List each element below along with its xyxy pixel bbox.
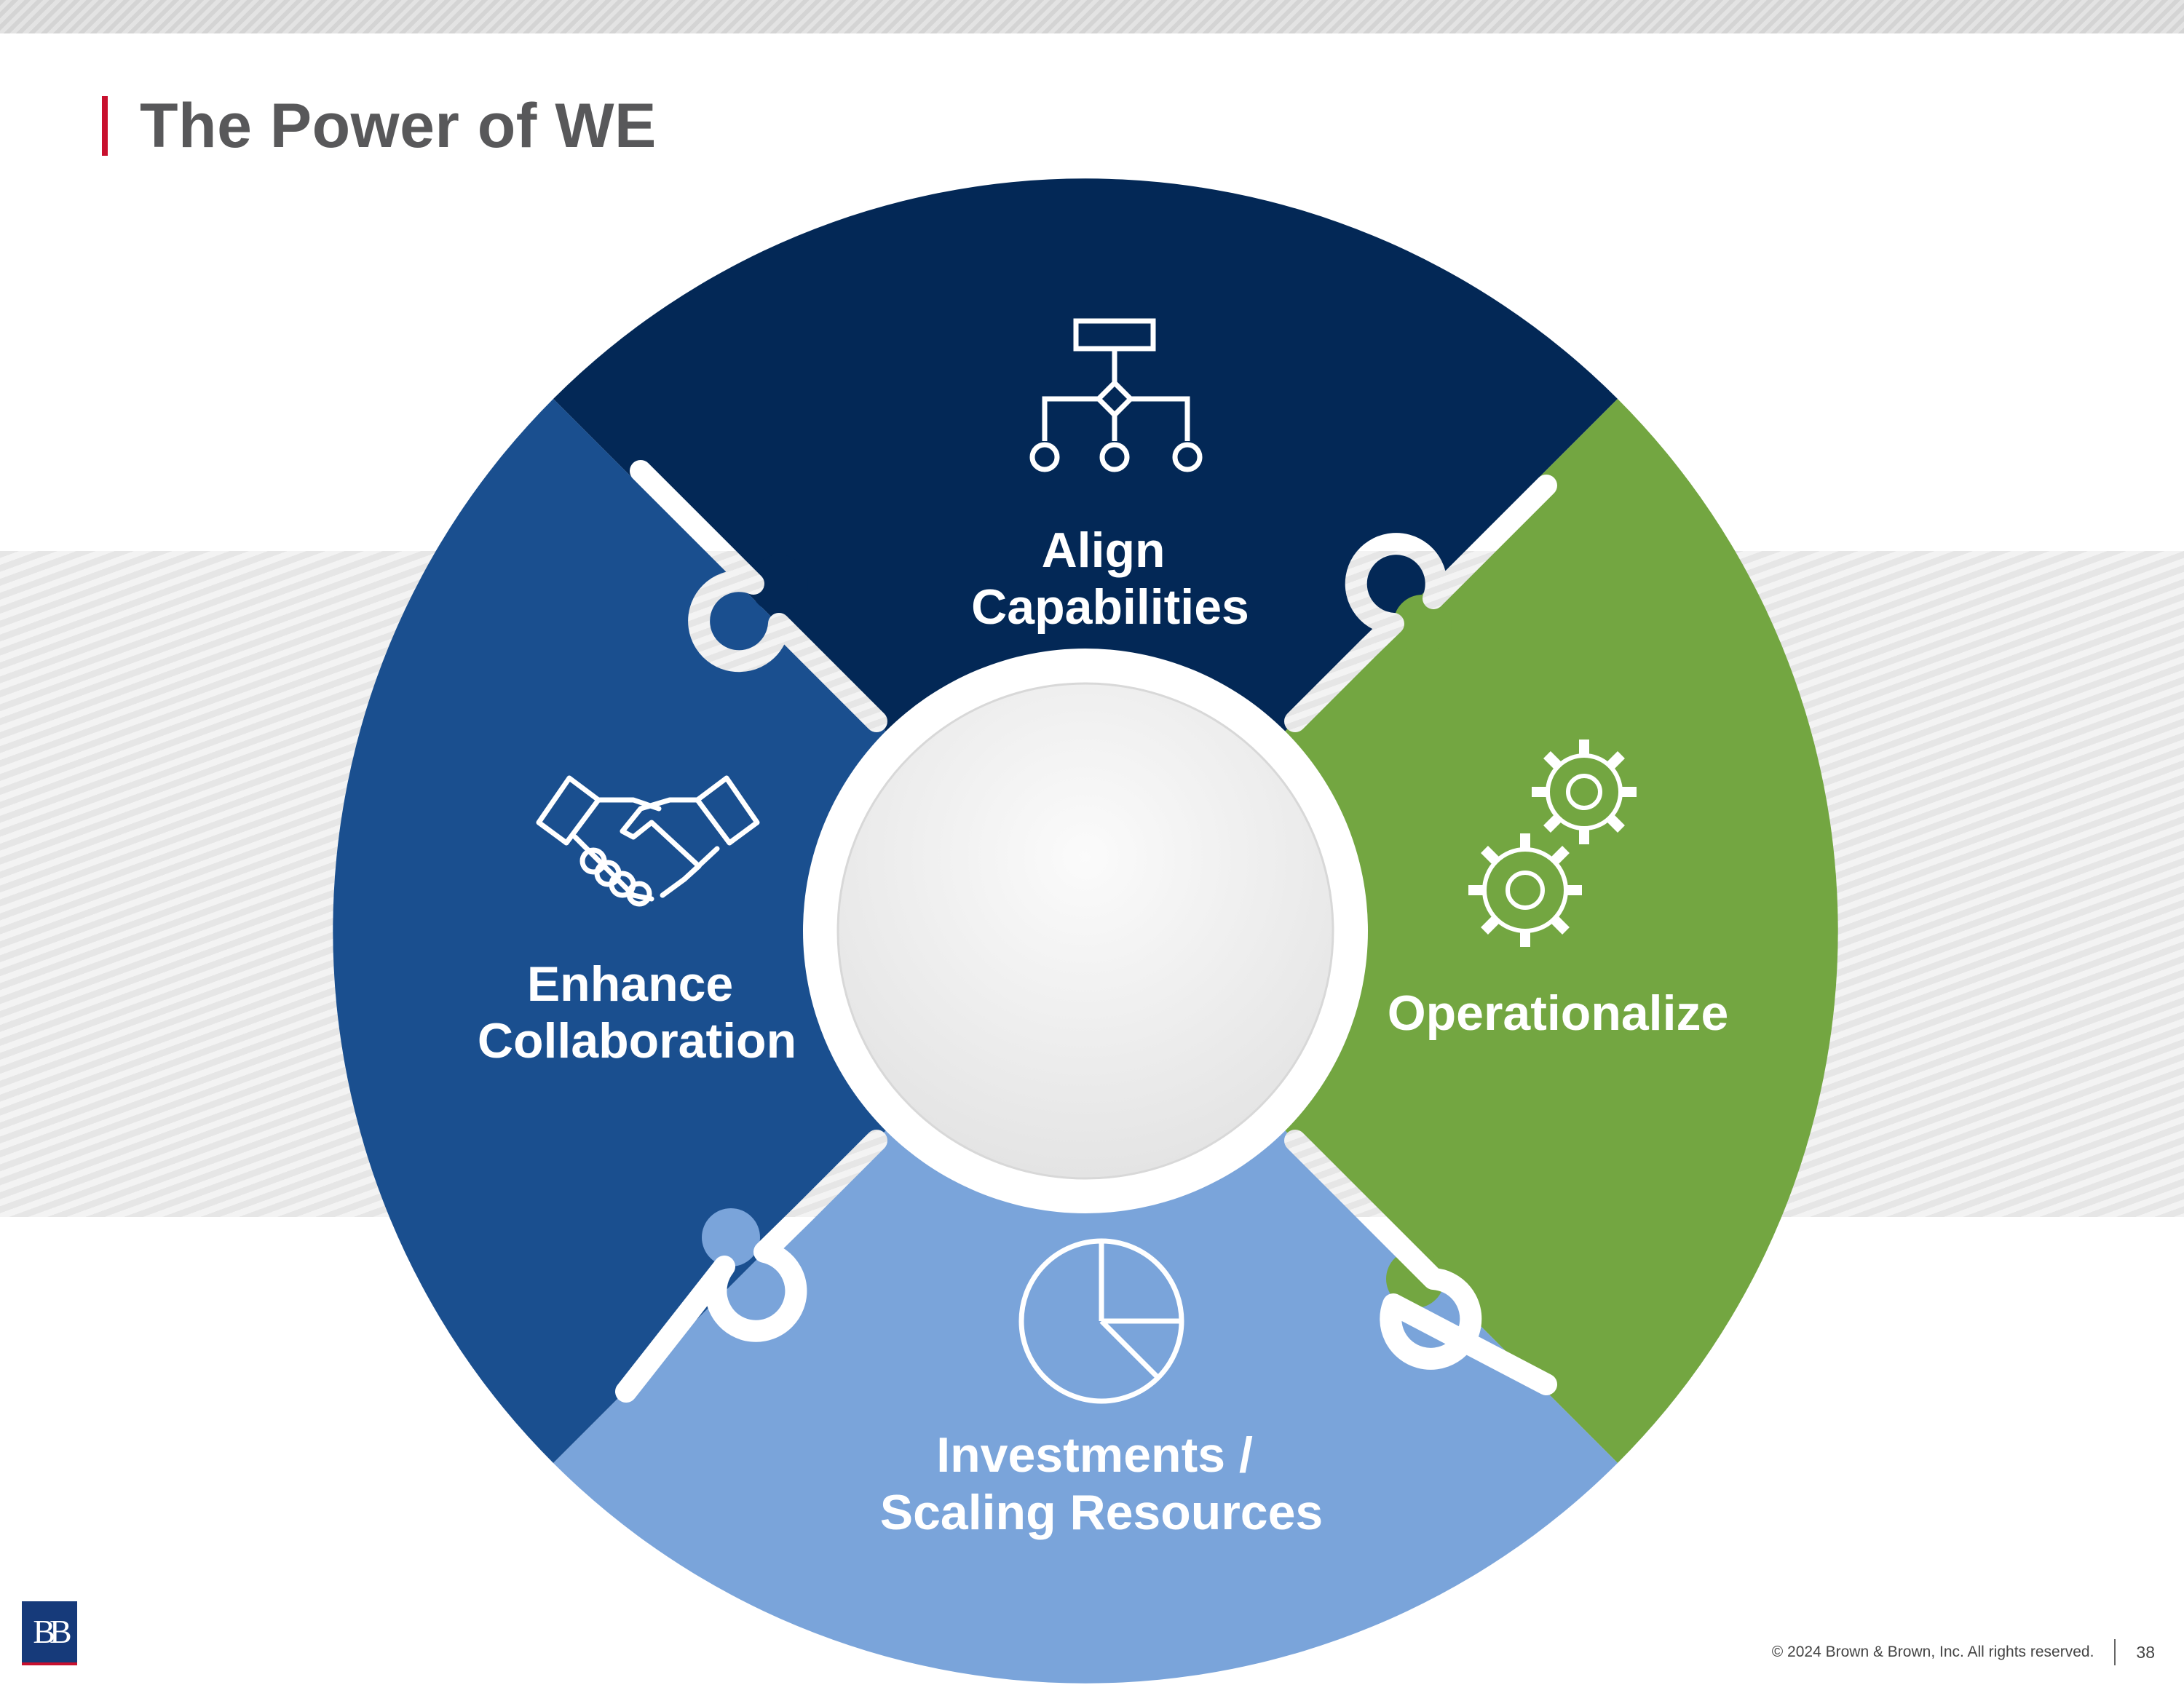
org-chart-icon [1029,318,1203,472]
label-investments-scaling: Investments / Scaling Resources [880,1427,1323,1540]
page-number: 38 [2136,1642,2155,1662]
segment-operationalize [1085,399,1838,1463]
handshake-icon [536,775,760,907]
label-operationalize-line-1: Operationalize [1388,986,1729,1041]
title-accent-bar [102,96,108,156]
label-align-capabilities: Align Capabilities [971,523,1249,635]
segment-investments-scaling [553,931,1618,1684]
label-operationalize: Operationalize [1388,986,1729,1041]
title-area: The Power of WE [102,90,657,161]
label-investments-line-2: Scaling Resources [880,1485,1323,1540]
pie-chart-icon [1018,1238,1184,1404]
segment-enhance-collaboration [333,399,1086,1463]
label-enhance-collaboration: Enhance Collaboration [478,956,796,1069]
puzzle-tab-investments [702,1208,760,1266]
footer-divider [2114,1639,2116,1665]
label-collaboration-line-2: Collaboration [478,1013,796,1069]
gears-icon [1468,740,1637,947]
label-align-line-2: Capabilities [971,579,1249,635]
footer: © 2024 Brown & Brown, Inc. All rights re… [1772,1639,2155,1665]
segment-align-capabilities [553,178,1618,931]
brown-brown-logo: BB [22,1601,77,1665]
label-align-line-1: Align [1042,523,1166,578]
puzzle-tab-operationalize-lower [1386,1250,1444,1308]
label-investments-line-1: Investments / [936,1427,1253,1483]
center-hub [836,682,1334,1180]
puzzle-tab-align [750,555,808,613]
slide-title: The Power of WE [140,90,657,161]
copyright-text: © 2024 Brown & Brown, Inc. All rights re… [1771,1644,2094,1660]
top-stripe-band [0,0,2184,33]
label-collaboration-line-1: Enhance [527,956,733,1012]
puzzle-tab-operationalize [1393,595,1452,653]
